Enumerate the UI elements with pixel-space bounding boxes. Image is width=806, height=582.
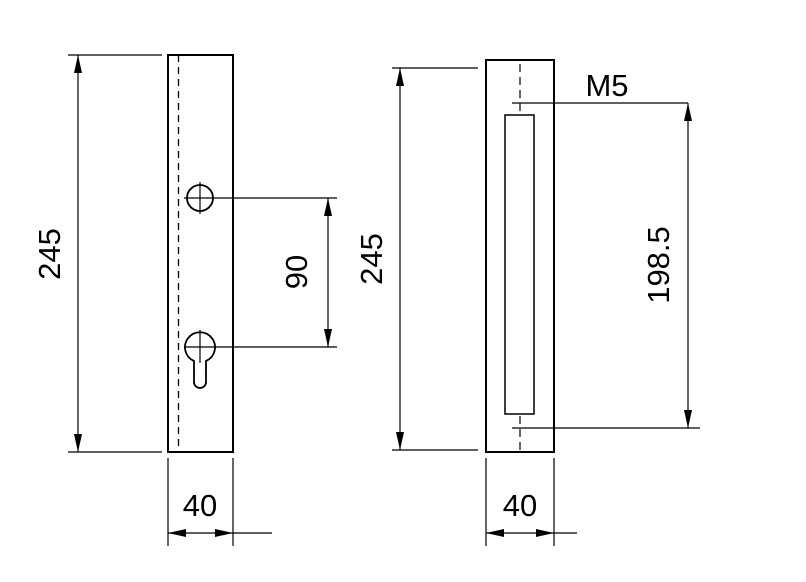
dim-40-front-arrow-left: [168, 529, 186, 537]
dim-1985-label: 198.5: [641, 226, 676, 304]
dim-90-arrow-down: [324, 329, 332, 347]
dim-1985-arrow-up: [684, 103, 692, 121]
dim-40-back-arrow-right: [536, 529, 554, 537]
front-view: 90 245 40: [32, 54, 337, 546]
dim-40-front-label: 40: [183, 488, 217, 523]
dim-245-back-label: 245: [354, 233, 389, 285]
dim-90-label: 90: [279, 255, 314, 289]
back-plate-recess: [504, 114, 535, 415]
dim-40-back-label: 40: [503, 488, 537, 523]
dim-245-front-label: 245: [32, 228, 67, 280]
dim-90-arrow-up: [324, 198, 332, 216]
back-plate-outline: [485, 59, 555, 453]
dim-1985-arrow-down: [684, 410, 692, 428]
dim-245-back-arrow-down: [396, 432, 404, 450]
dim-40-front-arrow-right: [215, 529, 233, 537]
dim-245-back-arrow-up: [396, 68, 404, 86]
dim-245-front-arrow-down: [74, 434, 82, 452]
dim-245-front-arrow-up: [74, 55, 82, 73]
m5-thread-label: M5: [585, 68, 628, 103]
back-view: M5 198.5 245 40: [354, 59, 700, 546]
front-plate-outline: [167, 54, 234, 453]
dim-40-back-arrow-left: [486, 529, 504, 537]
